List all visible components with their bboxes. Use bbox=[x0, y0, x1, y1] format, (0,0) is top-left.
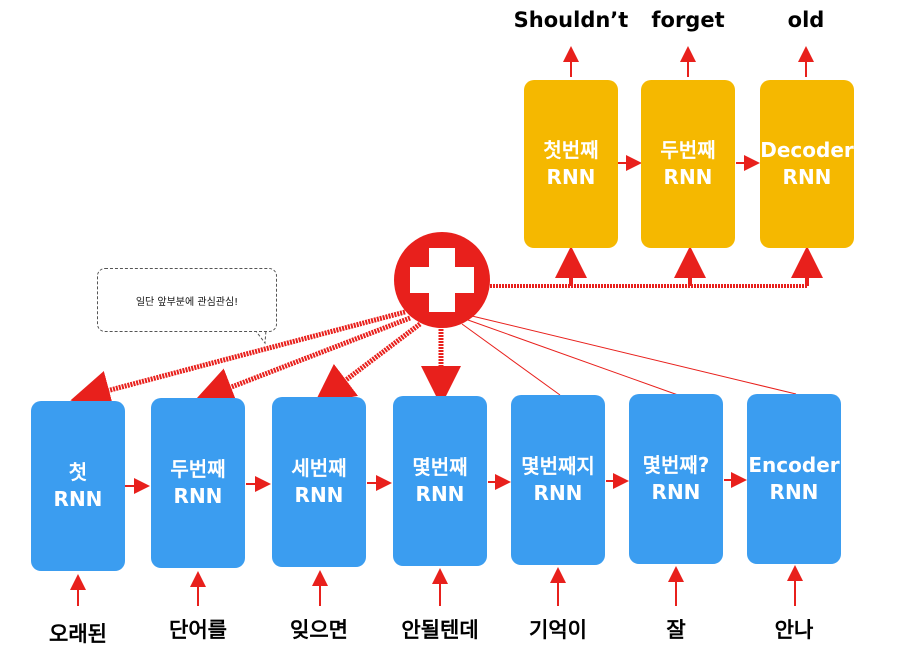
decoder-label: 첫번째 bbox=[543, 138, 599, 162]
callout-text: 일단 앞부분에 관심관심! bbox=[135, 296, 239, 308]
encoder-box-6: 몇번째? RNN bbox=[629, 394, 723, 564]
encoder-label: 두번째 bbox=[170, 457, 226, 481]
decoder-label: RNN bbox=[546, 165, 596, 189]
decoder-label: RNN bbox=[663, 165, 713, 189]
attention-link-3 bbox=[314, 322, 422, 405]
encoder-label: RNN bbox=[53, 487, 103, 511]
decoder-label: Decoder bbox=[760, 138, 854, 162]
input-word-6: 잘 bbox=[666, 618, 686, 642]
decoder-box-1: 첫번째 RNN bbox=[524, 80, 618, 248]
encoder-label: RNN bbox=[294, 483, 344, 507]
decoder-label: 두번째 bbox=[660, 138, 716, 162]
output-word-1: Shouldn’t bbox=[513, 8, 629, 32]
input-word-1: 오래된 bbox=[49, 622, 107, 646]
encoder-box-7: Encoder RNN bbox=[747, 394, 841, 564]
output-word-3: old bbox=[787, 8, 825, 32]
attention-link-2 bbox=[193, 315, 411, 406]
encoder-label: 몇번째지 bbox=[521, 454, 595, 478]
encoder-box-1: 첫 RNN bbox=[31, 401, 125, 571]
input-word-5: 기억이 bbox=[529, 618, 587, 642]
encoder-label: RNN bbox=[769, 480, 819, 504]
attention-link-1 bbox=[70, 309, 406, 410]
encoder-label: 세번째 bbox=[291, 456, 347, 480]
decoder-label: RNN bbox=[782, 165, 832, 189]
encoder-label: RNN bbox=[651, 480, 701, 504]
encoder-label: RNN bbox=[533, 481, 583, 505]
input-word-3: 잊으면 bbox=[290, 618, 348, 642]
encoder-label: Encoder bbox=[748, 453, 840, 477]
callout-bubble: 일단 앞부분에 관심관심! bbox=[97, 268, 277, 332]
decoder-box-2: 두번째 RNN bbox=[641, 80, 735, 248]
attention-link-5 bbox=[461, 323, 561, 396]
encoder-label: 첫 bbox=[68, 460, 88, 484]
encoder-box-5: 몇번째지 RNN bbox=[511, 395, 605, 565]
attention-link-6 bbox=[467, 319, 679, 396]
decoder-box-3: Decoder RNN bbox=[760, 80, 854, 248]
encoder-box-2: 두번째 RNN bbox=[151, 398, 245, 568]
encoder-box-4: 몇번째 RNN bbox=[393, 396, 487, 566]
encoder-label: RNN bbox=[173, 484, 223, 508]
input-word-4: 안될텐데 bbox=[401, 618, 479, 642]
input-word-7: 안나 bbox=[774, 618, 814, 642]
encoder-label: RNN bbox=[415, 482, 465, 506]
encoder-label: 몇번째 bbox=[412, 455, 468, 479]
output-word-2: forget bbox=[651, 8, 725, 32]
callout-tail bbox=[254, 329, 267, 345]
red-cross-circle-icon bbox=[394, 232, 490, 328]
encoder-label: 몇번째? bbox=[642, 453, 710, 477]
encoder-box-3: 세번째 RNN bbox=[272, 397, 366, 567]
attention-link-7 bbox=[471, 315, 797, 395]
input-word-2: 단어를 bbox=[169, 618, 227, 642]
